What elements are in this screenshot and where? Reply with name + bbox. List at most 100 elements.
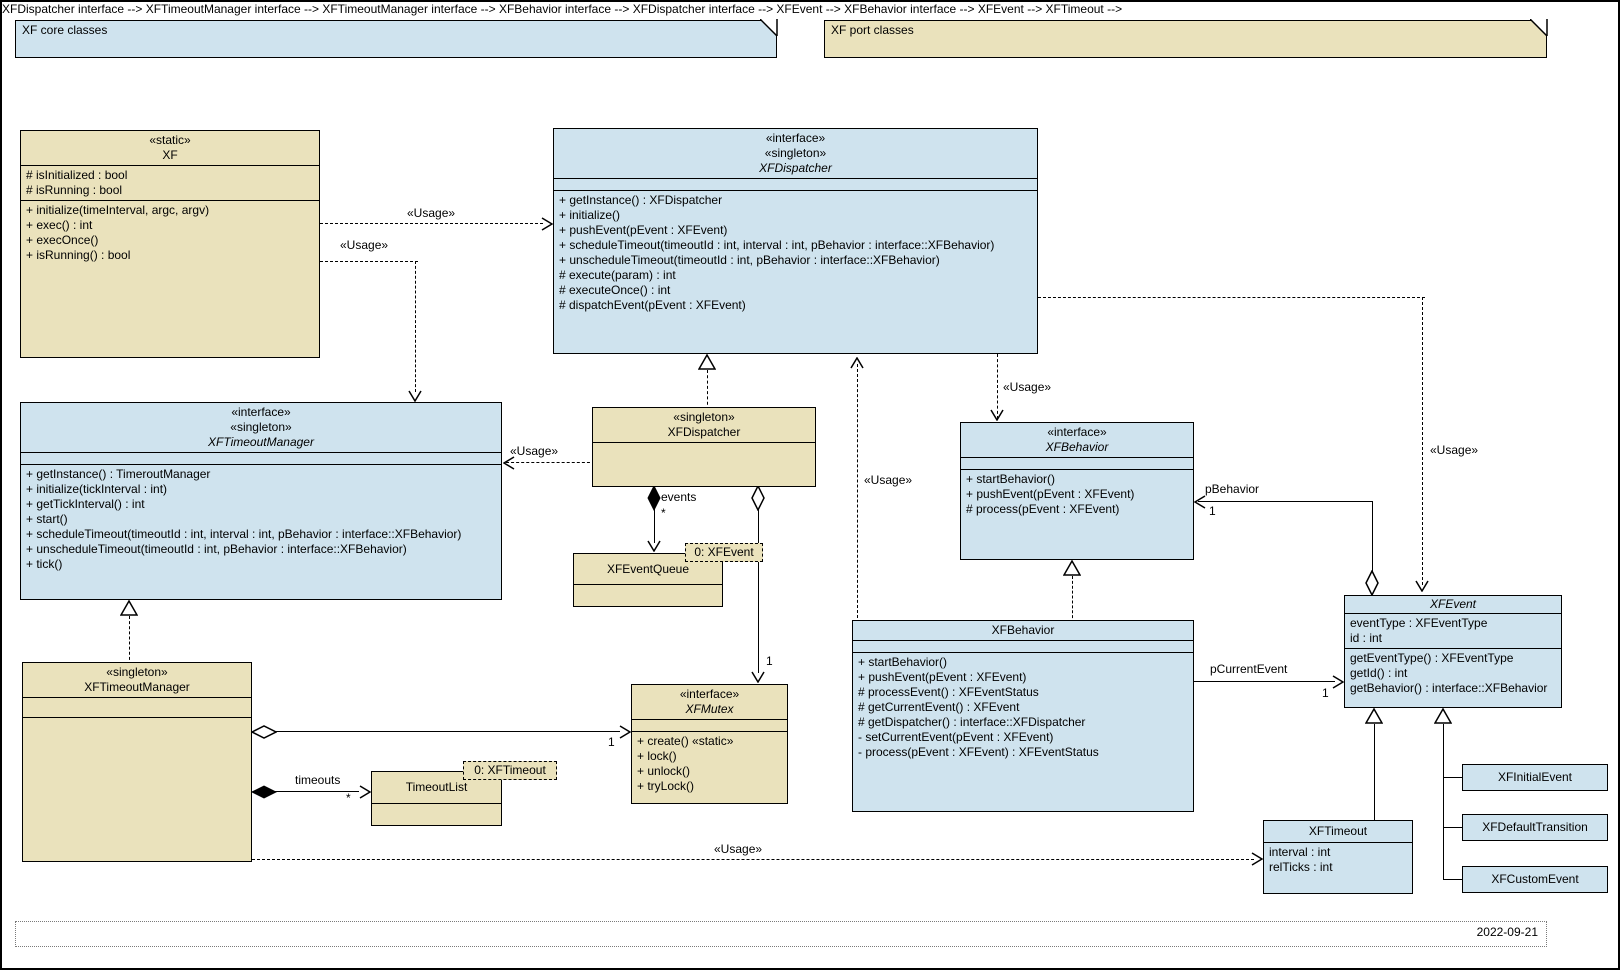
open-arrowhead-right-icon <box>619 725 631 739</box>
role-label-pbehavior: pBehavior <box>1205 482 1260 496</box>
footer-date: 2022-09-21 <box>1476 925 1538 939</box>
body-xftimeoutmanager-singleton <box>23 717 251 861</box>
class-name-xftimeoutmanager-interface: XFTimeoutManager <box>208 435 314 449</box>
open-arrowhead-left-icon <box>1194 495 1206 509</box>
attributes-xftimeoutmanager-interface <box>21 452 501 464</box>
class-box-xfevent[interactable]: XFEvent eventType : XFEventType id : int… <box>1344 595 1562 708</box>
class-box-xfmutex[interactable]: «interface» XFMutex + create() «static» … <box>631 684 788 804</box>
stereotype-xf: «static» <box>149 133 191 147</box>
stereotype-xftimeoutmanager-interface: «interface» «singleton» <box>230 405 292 434</box>
pbehavior-edge-v <box>1372 501 1373 572</box>
hollow-triangle-icon <box>1365 708 1383 724</box>
object-note-xfevent[interactable]: 0: XFEvent <box>685 543 763 562</box>
usage-edge-xfdispatcher-to-xfbehavior-interface <box>997 354 998 419</box>
class-box-xfcustomevent[interactable]: XFCustomEvent <box>1462 866 1608 893</box>
generalization-trunk-event-subclasses <box>1443 724 1444 879</box>
class-box-xftimeoutmanager-interface[interactable]: «interface» «singleton» XFTimeoutManager… <box>20 402 502 600</box>
open-arrowhead-right-icon <box>1332 675 1344 689</box>
stereotype-xfdispatcher-interface: «interface» «singleton» <box>764 131 827 160</box>
usage-edge-xfdispatcher-to-xfevent-v <box>1422 297 1423 585</box>
role-label-pcurrentevent: pCurrentEvent <box>1210 662 1288 676</box>
class-header-xfdefaulttransition: XFDefaultTransition <box>1463 815 1607 840</box>
class-name-xfevent: XFEvent <box>1429 597 1477 611</box>
usage-label: «Usage» <box>714 842 763 856</box>
attributes-xfbehavior-interface <box>961 457 1193 469</box>
body-xfeventqueue <box>574 584 722 606</box>
stereotype-xfbehavior-interface: «interface» <box>1047 425 1107 439</box>
class-name-xfcustomevent: XFCustomEvent <box>1491 872 1579 886</box>
usage-label: «Usage» <box>510 444 559 458</box>
generalization-edge-xftimeout <box>1374 724 1375 820</box>
role-label-timeouts: timeouts <box>295 773 341 787</box>
attributes-xf: # isInitialized : bool # isRunning : boo… <box>21 165 319 200</box>
class-box-xftimeoutmanager-singleton[interactable]: «singleton» XFTimeoutManager <box>22 662 252 862</box>
stereotype-xftimeoutmanager-singleton: «singleton» <box>106 665 168 679</box>
class-box-xfinitialevent[interactable]: XFInitialEvent <box>1462 764 1608 791</box>
usage-label: «Usage» <box>407 206 456 220</box>
object-note-xftimeout[interactable]: 0: XFTimeout <box>463 761 557 780</box>
realization-edge-xfdispatcher-singleton <box>707 370 708 410</box>
methods-xftimeoutmanager-interface: + getInstance() : TimeroutManager + init… <box>21 464 501 599</box>
open-arrowhead-down-icon <box>751 671 765 683</box>
aggregation-diamond-icon <box>251 725 277 739</box>
hollow-triangle-icon <box>1063 560 1081 576</box>
class-header-xftimeoutmanager-singleton: «singleton» XFTimeoutManager <box>23 663 251 697</box>
diagram-footer: 2022-09-21 <box>15 921 1547 947</box>
class-header-xfbehavior-interface: «interface» XFBehavior <box>961 423 1193 457</box>
class-name-xfbehavior-interface: XFBehavior <box>1045 440 1109 454</box>
attributes-xftimeoutmanager-singleton <box>23 697 251 717</box>
object-note-xftimeout-label: 0: XFTimeout <box>474 763 546 777</box>
role-label-events: events <box>661 490 697 504</box>
class-box-xfbehavior-interface[interactable]: «interface» XFBehavior + startBehavior()… <box>960 422 1194 560</box>
class-box-xfdispatcher-interface[interactable]: «interface» «singleton» XFDispatcher + g… <box>553 128 1038 354</box>
class-header-timeoutlist: TimeoutList <box>372 772 501 803</box>
attributes-xfbehavior <box>853 640 1193 652</box>
note-xf-core-classes[interactable]: XF core classes <box>15 19 778 58</box>
stereotype-xfmutex: «interface» <box>679 687 740 701</box>
class-name-xftimeoutmanager-singleton: XFTimeoutManager <box>84 680 190 694</box>
class-box-xfdispatcher-singleton[interactable]: «singleton» XFDispatcher <box>592 407 816 487</box>
class-name-xftimeout: XFTimeout <box>1308 824 1368 838</box>
methods-xfmutex: + create() «static» + lock() + unlock() … <box>632 731 787 803</box>
class-box-timeoutlist[interactable]: TimeoutList <box>371 771 502 826</box>
note-port-label: XF port classes <box>831 23 914 37</box>
note-xf-port-classes[interactable]: XF port classes <box>824 19 1548 58</box>
hollow-triangle-icon <box>698 354 716 370</box>
class-header-xf: «static» XF <box>21 131 319 165</box>
class-box-xfdefaulttransition[interactable]: XFDefaultTransition <box>1462 814 1608 841</box>
usage-label: «Usage» <box>864 473 913 487</box>
open-arrowhead-right-icon <box>1251 852 1263 866</box>
class-header-xfinitialevent: XFInitialEvent <box>1463 765 1607 790</box>
methods-xfdispatcher-interface: + getInstance() : XFDispatcher + initial… <box>554 190 1037 353</box>
class-box-xfeventqueue[interactable]: XFEventQueue <box>573 553 723 607</box>
class-box-xf[interactable]: «static» XF # isInitialized : bool # isR… <box>20 130 320 358</box>
class-name-xfeventqueue: XFEventQueue <box>606 561 690 576</box>
open-arrowhead-right-icon <box>541 217 553 231</box>
class-box-xfbehavior[interactable]: XFBehavior + startBehavior() + pushEvent… <box>852 620 1194 812</box>
multiplicity-label: 1 <box>1322 686 1329 700</box>
attributes-xftimeout: interval : int relTicks : int <box>1264 842 1412 893</box>
open-arrowhead-right-icon <box>359 785 371 799</box>
aggregation-edge-xfdispatcher-xfmutex <box>758 509 759 673</box>
open-arrowhead-down-icon <box>1415 580 1429 592</box>
usage-edge-xftimeoutmanager-to-xftimeout <box>252 859 1254 860</box>
open-arrowhead-down-icon <box>647 540 661 552</box>
class-name-xfmutex: XFMutex <box>685 702 734 716</box>
stereotype-xfdispatcher-singleton: «singleton» <box>673 410 735 424</box>
attributes-xfdispatcher-interface <box>554 178 1037 190</box>
multiplicity-label: 1 <box>1209 504 1216 518</box>
usage-edge-xf-to-xfdispatcher <box>320 223 543 224</box>
class-header-xfdispatcher-interface: «interface» «singleton» XFDispatcher <box>554 129 1037 178</box>
class-name-xfdispatcher-interface: XFDispatcher <box>759 161 832 175</box>
attributes-xfmutex <box>632 719 787 731</box>
composition-edge-events <box>654 509 655 543</box>
note-fold-corner-icon <box>759 19 778 37</box>
class-box-xftimeout[interactable]: XFTimeout interval : int relTicks : int <box>1263 820 1413 894</box>
class-name-xfdispatcher-singleton: XFDispatcher <box>667 425 741 439</box>
multiplicity-label: * <box>346 791 351 805</box>
note-core-label: XF core classes <box>22 23 108 37</box>
open-arrowhead-up-icon <box>850 357 864 369</box>
attributes-xfevent: eventType : XFEventType id : int <box>1345 613 1561 648</box>
class-header-xftimeout: XFTimeout <box>1264 821 1412 842</box>
